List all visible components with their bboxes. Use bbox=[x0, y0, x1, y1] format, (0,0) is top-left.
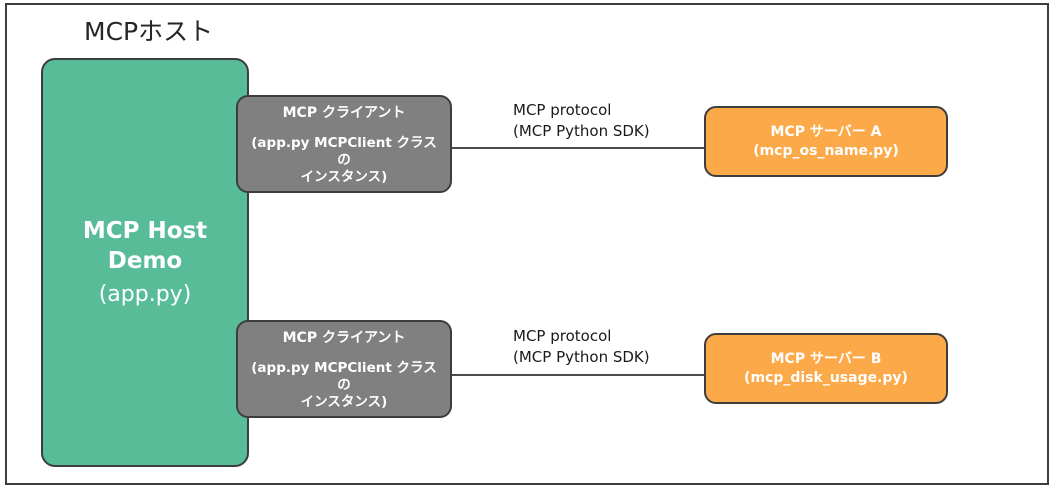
mcp-host-name: MCP Host Demo bbox=[82, 217, 208, 274]
mcp-client-a-subtitle-line2: インスタンス) bbox=[300, 168, 388, 185]
mcp-client-b-subtitle: (app.py MCPClient クラスの インスタンス) bbox=[244, 360, 444, 411]
mcp-server-node-b: MCP サーバー B (mcp_disk_usage.py) bbox=[704, 333, 948, 404]
mcp-client-b-subtitle-line1: (app.py MCPClient クラスの bbox=[251, 359, 437, 393]
mcp-client-node-b: MCP クライアント (app.py MCPClient クラスの インスタンス… bbox=[236, 320, 452, 418]
mcp-client-a-subtitle: (app.py MCPClient クラスの インスタンス) bbox=[244, 135, 444, 186]
connection-label-a-line1: MCP protocol bbox=[513, 101, 612, 119]
mcp-server-node-a: MCP サーバー A (mcp_os_name.py) bbox=[704, 106, 948, 177]
connection-label-a: MCP protocol (MCP Python SDK) bbox=[513, 100, 650, 142]
mcp-client-a-subtitle-line1: (app.py MCPClient クラスの bbox=[251, 134, 437, 168]
mcp-server-b-title: MCP サーバー B bbox=[770, 350, 882, 367]
mcp-host-node: MCP Host Demo (app.py) bbox=[41, 58, 249, 467]
mcp-server-a-title: MCP サーバー A bbox=[770, 123, 882, 140]
connector-line-a bbox=[452, 147, 706, 149]
mcp-client-node-a: MCP クライアント (app.py MCPClient クラスの インスタンス… bbox=[236, 95, 452, 193]
mcp-server-a-file: (mcp_os_name.py) bbox=[753, 142, 899, 159]
connection-label-b: MCP protocol (MCP Python SDK) bbox=[513, 326, 650, 368]
mcp-server-b-file: (mcp_disk_usage.py) bbox=[744, 369, 908, 386]
connector-line-b bbox=[452, 374, 706, 376]
mcp-client-b-title: MCP クライアント bbox=[282, 329, 406, 346]
mcp-client-b-subtitle-line2: インスタンス) bbox=[300, 393, 388, 410]
mcp-client-a-title: MCP クライアント bbox=[282, 104, 406, 121]
connection-label-b-line2: (MCP Python SDK) bbox=[513, 348, 650, 366]
connection-label-a-line2: (MCP Python SDK) bbox=[513, 122, 650, 140]
host-group-title: MCPホスト bbox=[84, 17, 214, 46]
connection-label-b-line1: MCP protocol bbox=[513, 327, 612, 345]
mcp-host-file: (app.py) bbox=[98, 281, 192, 307]
